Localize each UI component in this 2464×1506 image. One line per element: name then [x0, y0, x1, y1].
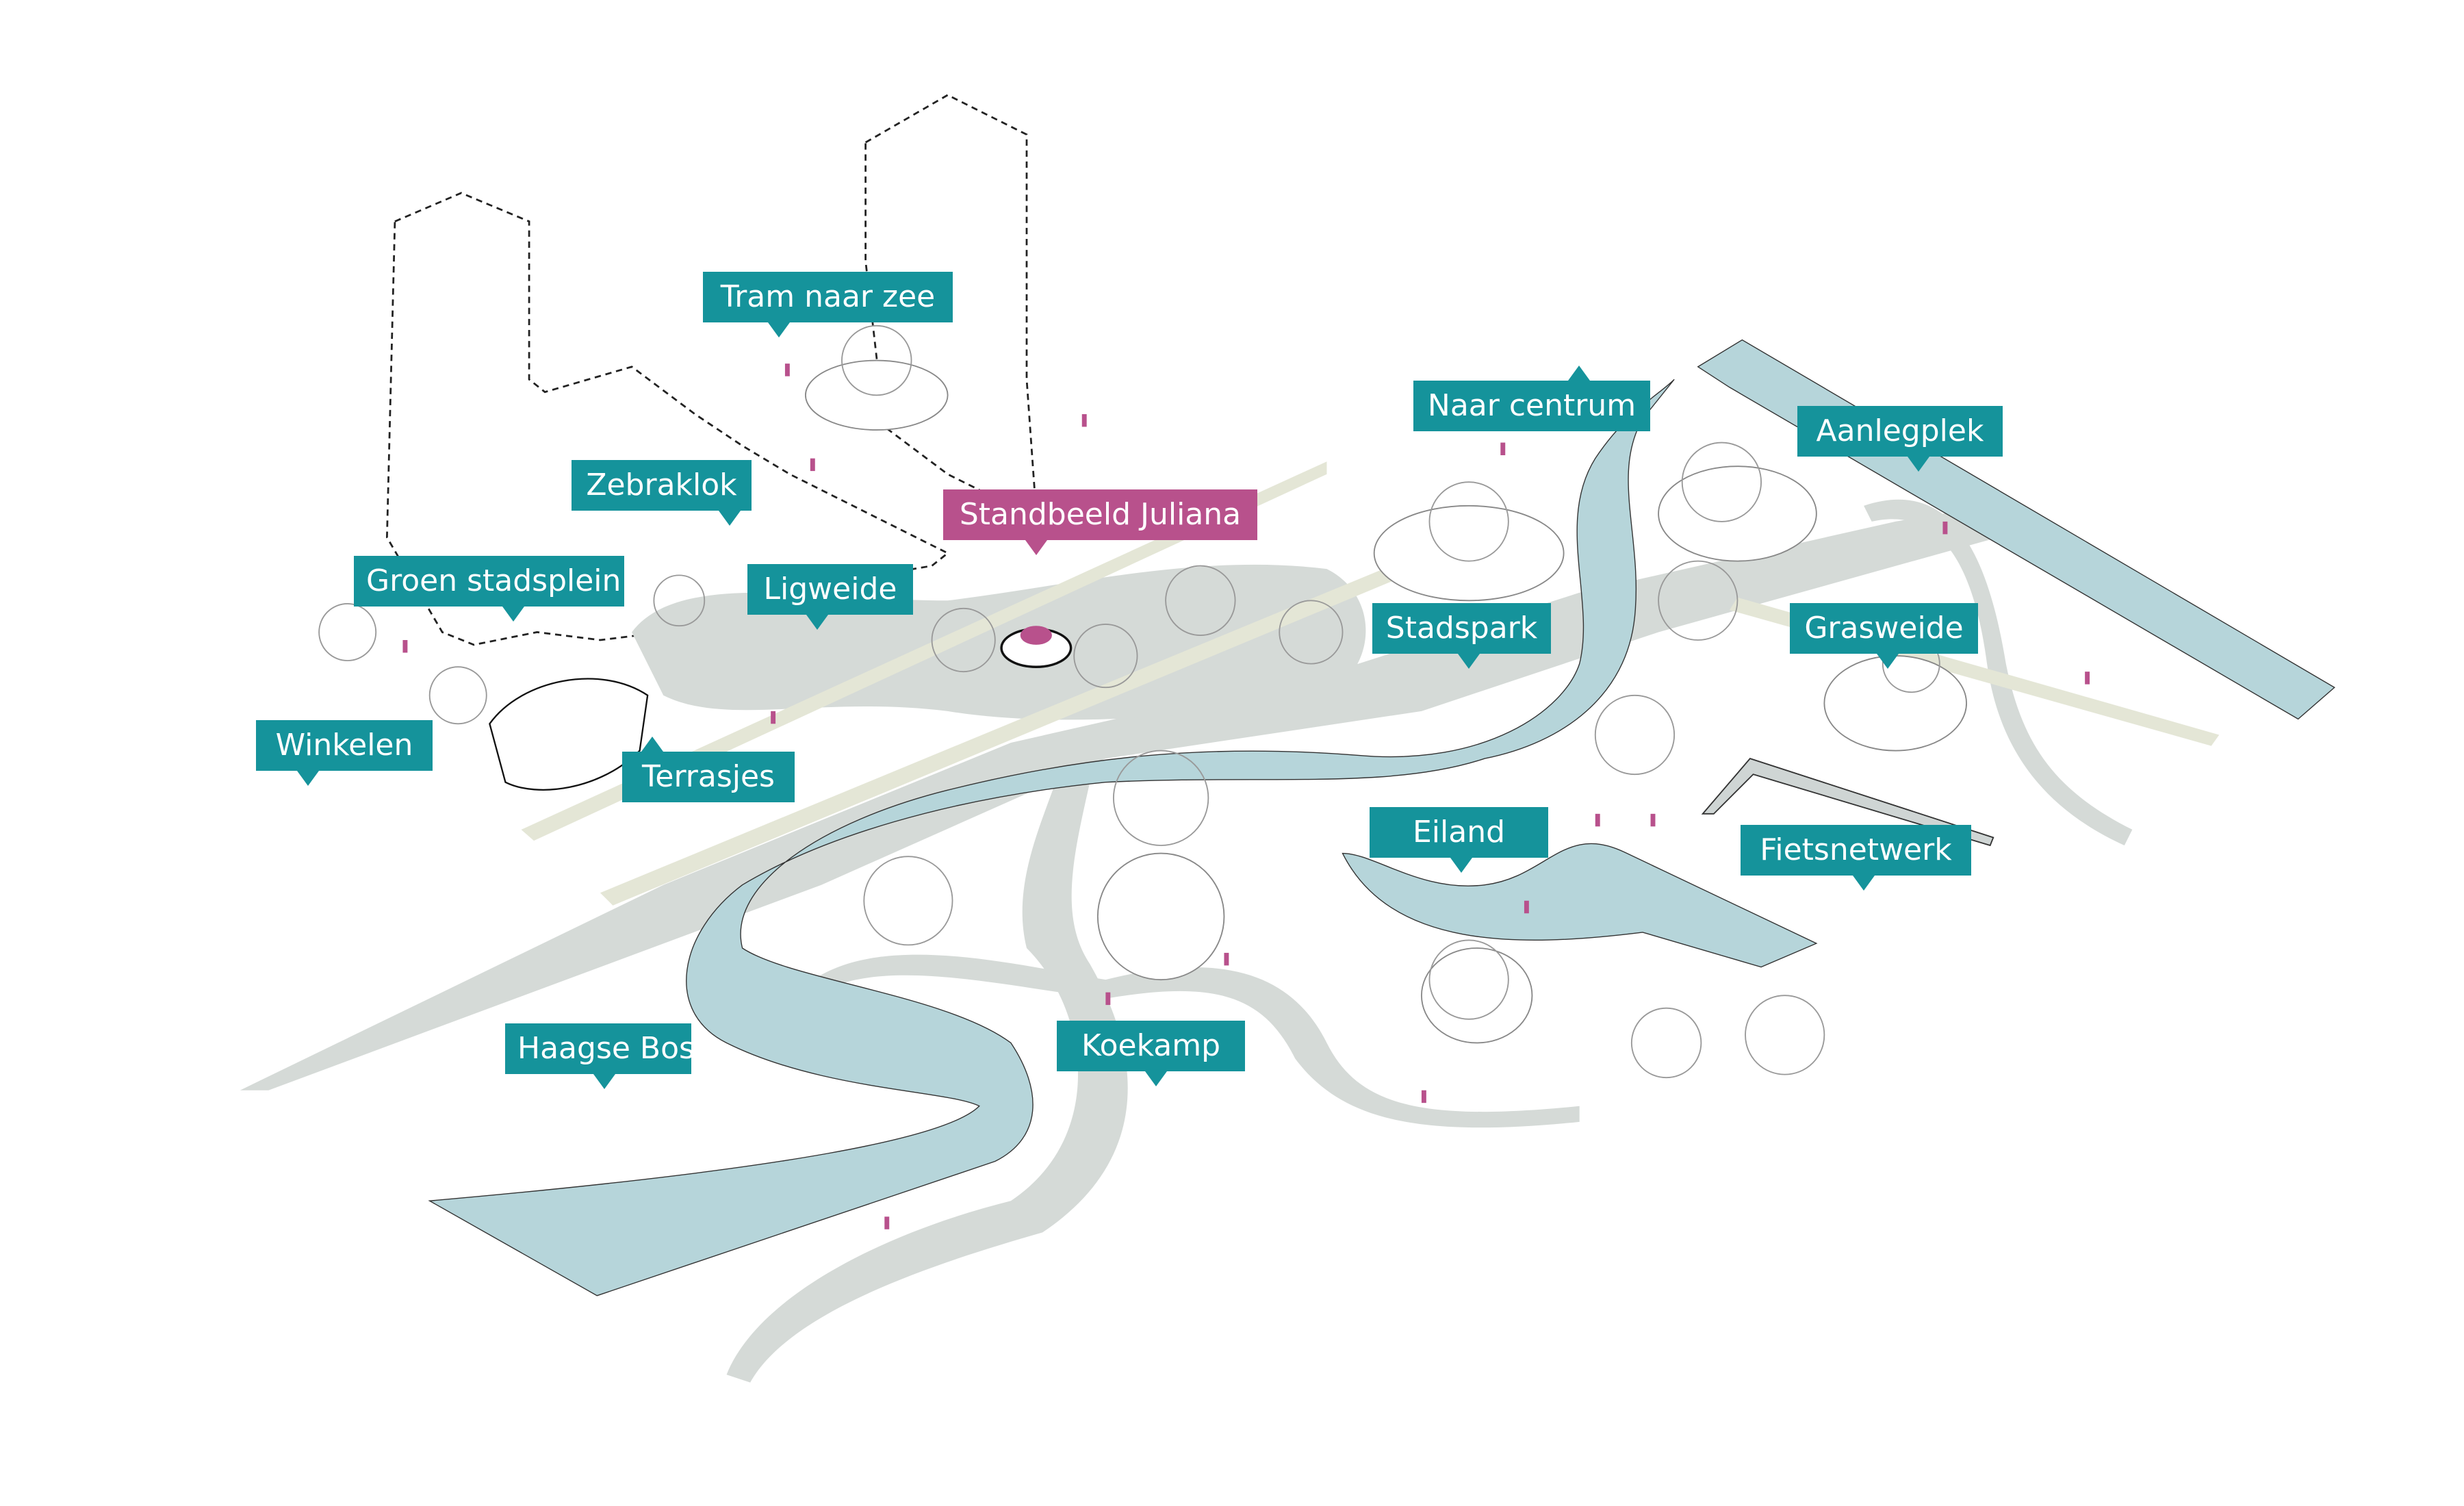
river-haagse-bos: [428, 379, 1675, 1297]
building-outline-left: [385, 192, 950, 646]
label-winkelen: Winkelen: [256, 720, 433, 786]
label-koekamp: Koekamp: [1057, 1021, 1245, 1086]
label-zebraklok: Zebraklok: [572, 460, 752, 526]
label-ligweide: Ligweide: [747, 564, 913, 630]
label-eiland: Eiland: [1370, 807, 1548, 873]
main-path-band: [240, 505, 1999, 1090]
label-tram-naar-zee: Tram naar zee: [703, 272, 953, 337]
shops-building: [489, 678, 649, 791]
label-aanlegplek: Aanlegplek: [1797, 406, 2003, 472]
label-grasweide: Grasweide: [1790, 603, 1978, 669]
label-groen-stadsplein: Groen stadsplein: [354, 556, 624, 622]
canal-eiland: [1342, 843, 1818, 968]
label-haagse-bos: Haagse Bos: [505, 1023, 695, 1089]
lawn: [1823, 655, 1967, 752]
label-stadspark: Stadspark: [1372, 603, 1551, 669]
tram-line: [521, 461, 1327, 841]
people: [402, 363, 2090, 1229]
path-koekamp-loop: [813, 954, 1580, 1128]
trees: [318, 324, 1940, 1079]
lawn: [1658, 465, 1817, 562]
label-terrasjes: Terrasjes: [622, 737, 795, 802]
sunken-court: [1701, 758, 1994, 847]
label-standbeeld-juliana: Standbeeld Juliana: [943, 489, 1257, 555]
tram-line-south: [600, 553, 1422, 906]
path-south: [726, 774, 1128, 1383]
label-fietsnetwerk: Fietsnetwerk: [1741, 825, 1971, 891]
label-naar-centrum: Naar centrum: [1413, 366, 1650, 431]
lawn: [1421, 947, 1533, 1044]
lawn: [1096, 852, 1225, 981]
path-loop-north: [632, 564, 1366, 720]
statue-figures: [1020, 626, 1052, 645]
lawn: [1373, 505, 1565, 602]
